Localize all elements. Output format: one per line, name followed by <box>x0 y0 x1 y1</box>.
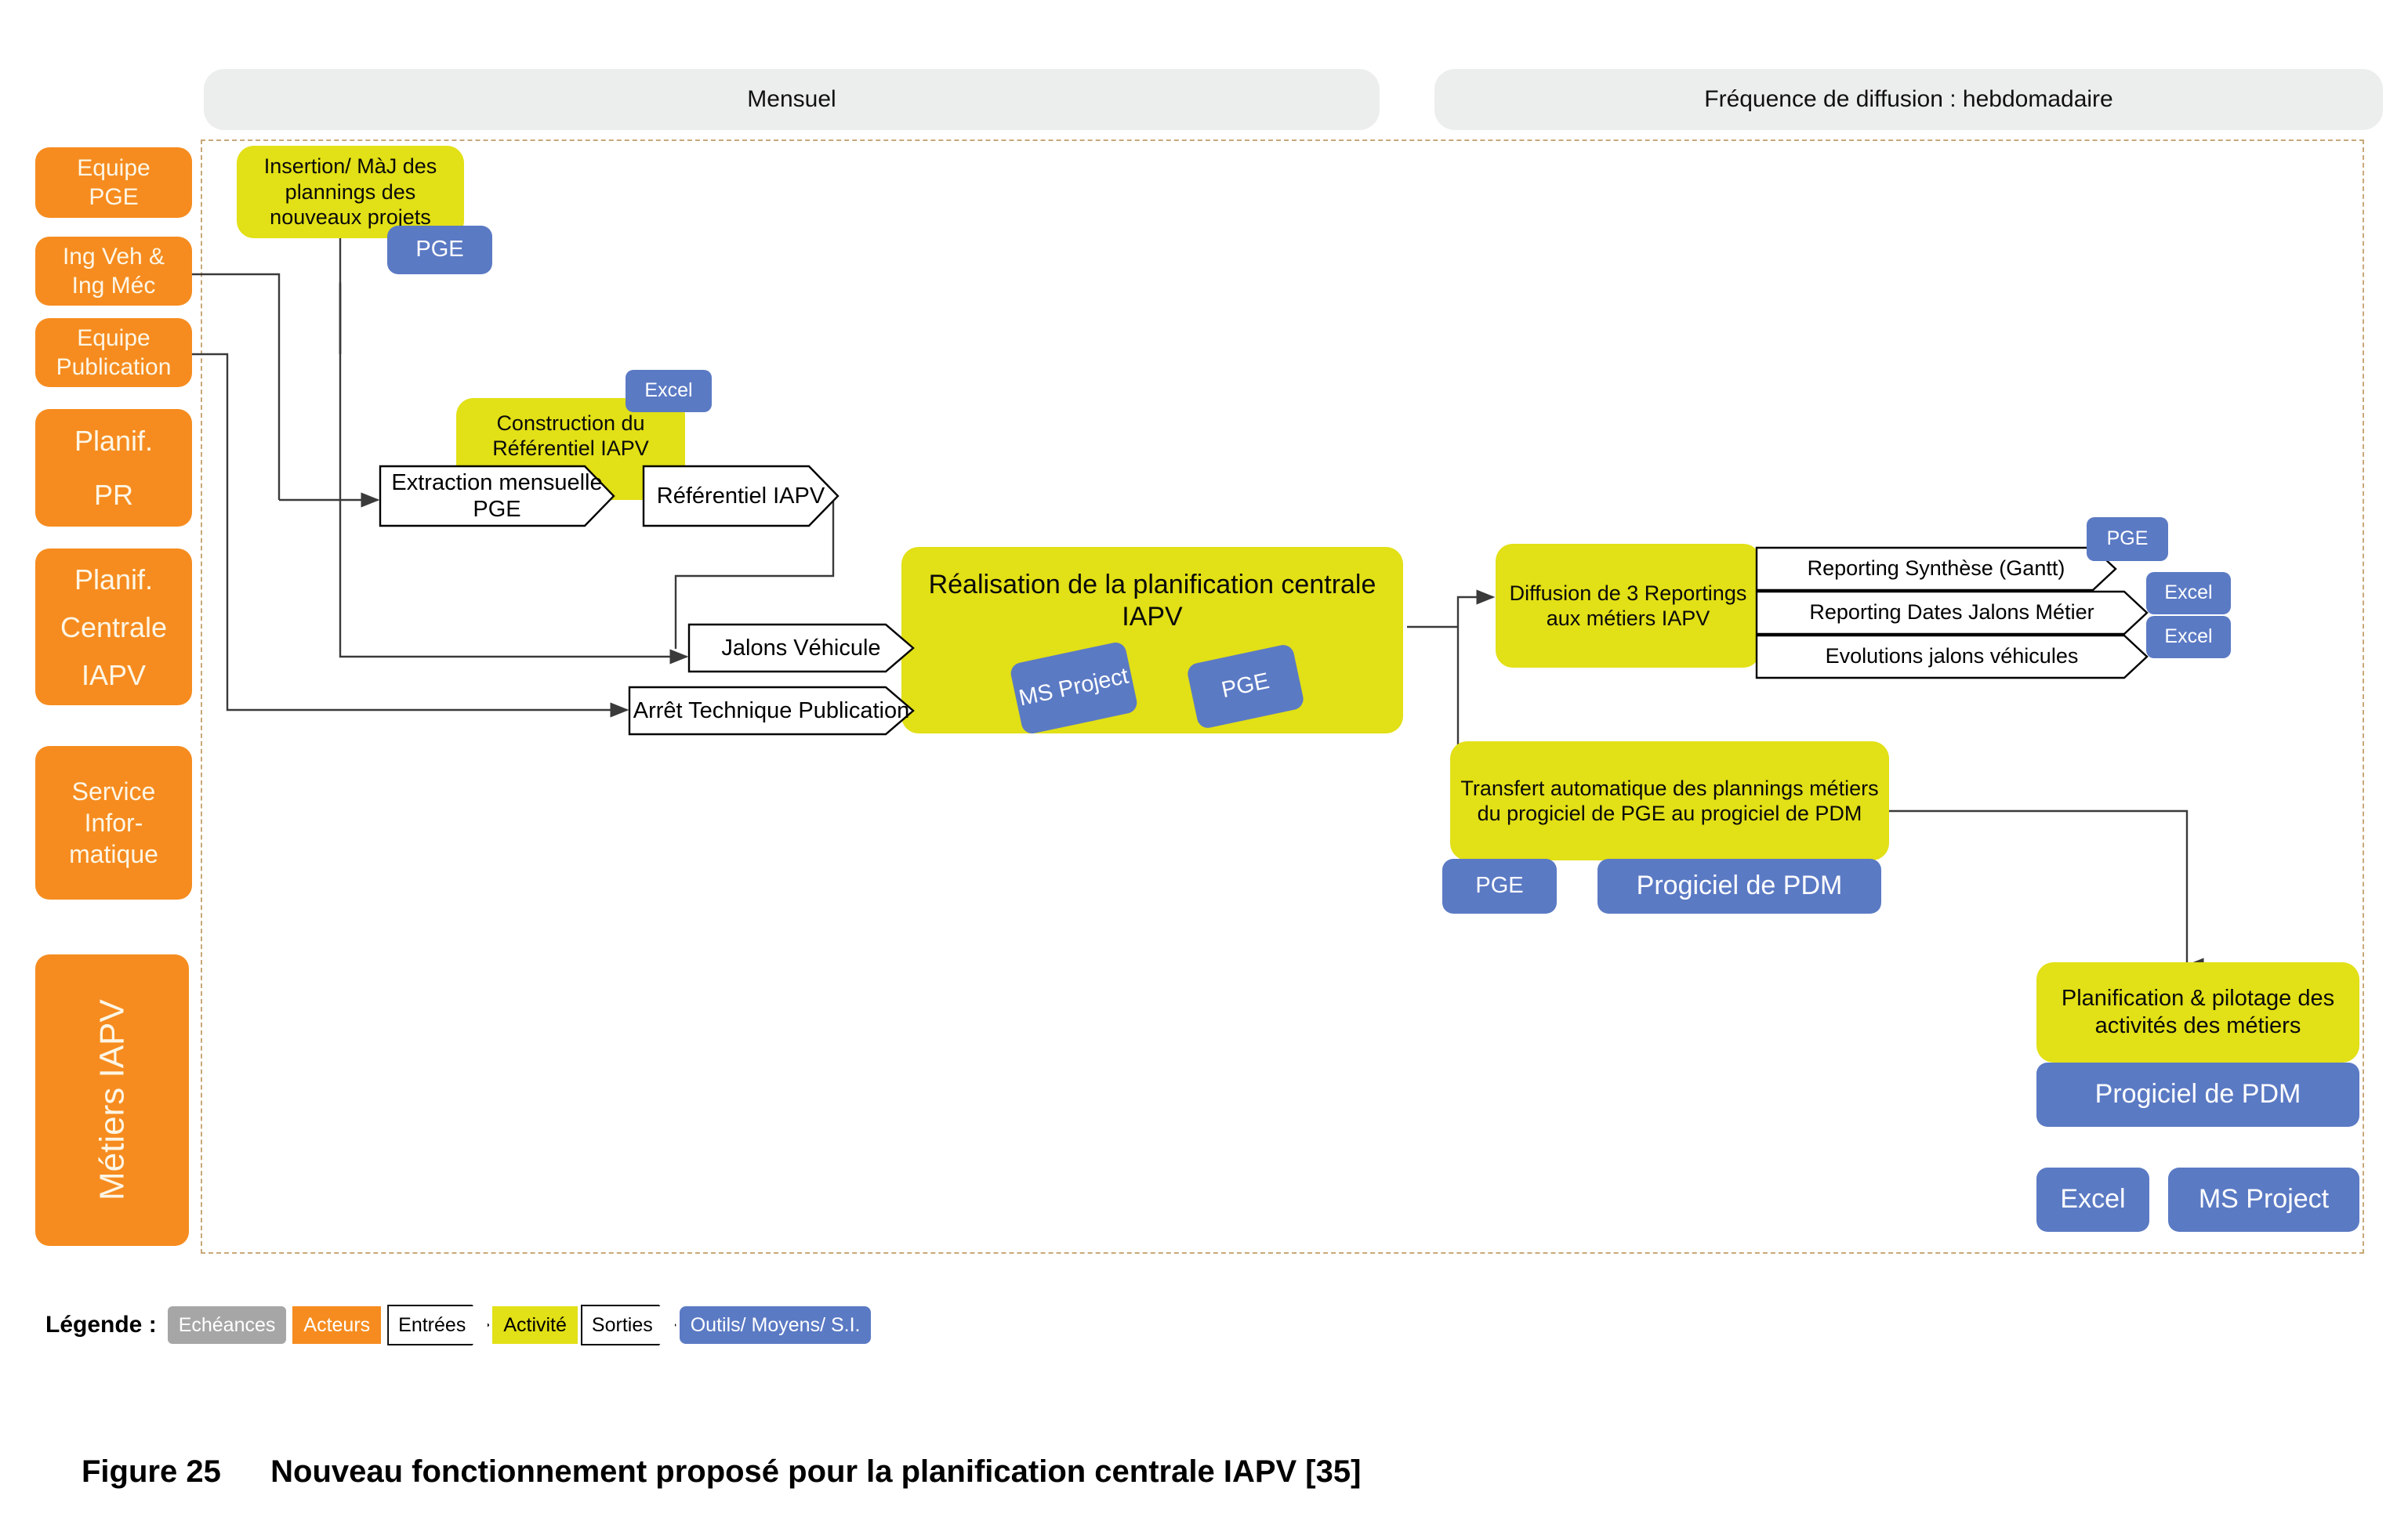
activity-planification-pilotage[interactable]: Planification & pilotage des activités d… <box>2036 962 2359 1063</box>
tool-excel-pilotage[interactable]: Excel <box>2036 1168 2149 1232</box>
flow-referentiel-iapv[interactable]: Référentiel IAPV <box>642 465 840 527</box>
activity-transfert-label: Transfert automatique des plannings méti… <box>1460 776 1879 825</box>
actor-service-informatique[interactable]: Service Infor- matique <box>35 746 192 900</box>
legend-item-activite: Activité <box>492 1306 578 1344</box>
legend-item-outils: Outils/ Moyens/ S.I. <box>679 1306 872 1344</box>
tool-ms-project-pilotage[interactable]: MS Project <box>2168 1168 2359 1232</box>
legend-item-acteurs: Acteurs <box>292 1306 382 1344</box>
actor-service-line2: Infor- <box>84 809 143 837</box>
banner-mensuel-label: Mensuel <box>747 86 836 112</box>
tool-excel-construction-label: Excel <box>644 379 693 402</box>
tool-pge-central-label: PGE <box>1219 668 1272 704</box>
legend-item-echeances: Echéances <box>167 1306 287 1344</box>
actor-ing-veh-mec-line1: Ing Veh & <box>62 243 165 270</box>
tool-ms-project-central-label: MS Project <box>1017 663 1131 712</box>
actor-planif-pr-line2: PR <box>93 479 133 511</box>
actor-metiers-iapv[interactable]: Métiers IAPV <box>35 954 189 1246</box>
actor-service-line1: Service <box>71 777 156 806</box>
tool-progiciel-pdm-transfert[interactable]: Progiciel de PDM <box>1597 859 1881 914</box>
legend-item-acteurs-label: Acteurs <box>303 1313 371 1336</box>
tool-excel-reporting-1[interactable]: Excel <box>2146 572 2231 614</box>
activity-construction-label: Construction du Référentiel IAPV <box>492 411 649 461</box>
activity-insertion-maj-label: Insertion/ MàJ des plannings des nouveau… <box>263 154 437 230</box>
tool-progiciel-pdm-pilotage[interactable]: Progiciel de PDM <box>2036 1063 2359 1127</box>
legend-item-echeances-label: Echéances <box>178 1313 276 1336</box>
flow-arret-technique[interactable]: Arrêt Technique Publication <box>628 686 915 736</box>
activity-diffusion-label: Diffusion de 3 Reportings aux métiers IA… <box>1509 581 1747 630</box>
legend-item-sorties-label: Sorties <box>591 1313 653 1336</box>
legend-title: Légende : <box>45 1312 157 1338</box>
tool-excel-construction[interactable]: Excel <box>626 370 712 412</box>
flow-reporting-synthese[interactable]: Reporting Synthèse (Gantt) <box>1755 546 2117 592</box>
actor-planif-centrale-line3: IAPV <box>81 658 147 691</box>
tool-pge-insertion-label: PGE <box>415 237 464 263</box>
tool-pge-transfert-label: PGE <box>1475 873 1524 899</box>
legend-item-entrees: Entrées <box>387 1305 489 1345</box>
actor-ing-veh-mec[interactable]: Ing Veh & Ing Méc <box>35 237 192 306</box>
actor-equipe-pge-line2: PGE <box>89 184 139 210</box>
actor-equipe-pge[interactable]: Equipe PGE <box>35 147 192 218</box>
tool-pge-reporting-label: PGE <box>2106 527 2149 550</box>
figure-caption-number: Figure 25 <box>82 1454 221 1489</box>
actor-equipe-publication[interactable]: Equipe Publication <box>35 318 192 387</box>
tool-excel-reporting-2-label: Excel <box>2164 625 2213 648</box>
legend-item-sorties: Sorties <box>581 1305 676 1345</box>
actor-equipe-publication-line2: Publication <box>56 354 172 380</box>
banner-mensuel: Mensuel <box>204 69 1380 130</box>
flow-evolutions-jalons[interactable]: Evolutions jalons véhicules <box>1755 634 2149 679</box>
legend-item-activite-label: Activité <box>503 1313 567 1336</box>
figure-caption: Figure 25 Nouveau fonctionnement proposé… <box>82 1454 2198 1490</box>
legend-item-outils-label: Outils/ Moyens/ S.I. <box>690 1313 861 1336</box>
tool-progiciel-pdm-pilotage-label: Progiciel de PDM <box>2094 1079 2301 1110</box>
activity-transfert-automatique[interactable]: Transfert automatique des plannings méti… <box>1450 741 1889 860</box>
activity-diffusion-reportings[interactable]: Diffusion de 3 Reportings aux métiers IA… <box>1496 544 1761 668</box>
actor-planif-centrale-line1: Planif. <box>74 563 154 596</box>
flow-jalons-vehicule[interactable]: Jalons Véhicule <box>687 623 915 673</box>
actor-planif-centrale-iapv[interactable]: Planif. Centrale IAPV <box>35 549 192 705</box>
banner-frequence: Fréquence de diffusion : hebdomadaire <box>1434 69 2383 130</box>
tool-pge-insertion[interactable]: PGE <box>387 226 492 274</box>
tool-progiciel-pdm-transfert-label: Progiciel de PDM <box>1636 871 1843 901</box>
actor-ing-veh-mec-line2: Ing Méc <box>71 273 156 299</box>
actor-service-line3: matique <box>69 840 158 868</box>
actor-planif-centrale-line2: Centrale <box>60 610 168 643</box>
tool-excel-reporting-2[interactable]: Excel <box>2146 616 2231 658</box>
actor-equipe-publication-line1: Equipe <box>77 324 150 351</box>
legend: Légende : Echéances Acteurs Entrées Acti… <box>45 1304 872 1346</box>
actor-planif-pr[interactable]: Planif. PR <box>35 409 192 527</box>
activity-realisation-planification[interactable]: Réalisation de la planification centrale… <box>901 547 1403 733</box>
flow-extraction-mensuelle[interactable]: Extraction mensuelle PGE <box>379 465 615 527</box>
tool-ms-project-pilotage-label: MS Project <box>2198 1184 2330 1215</box>
activity-planification-pilotage-label: Planification & pilotage des activités d… <box>2061 986 2335 1038</box>
tool-excel-reporting-1-label: Excel <box>2164 581 2213 604</box>
flow-reporting-dates[interactable]: Reporting Dates Jalons Métier <box>1755 590 2149 636</box>
actor-metiers-iapv-label: Métiers IAPV <box>92 999 132 1201</box>
actor-planif-pr-line1: Planif. <box>74 425 154 457</box>
tool-pge-transfert[interactable]: PGE <box>1442 859 1557 914</box>
banner-frequence-label: Fréquence de diffusion : hebdomadaire <box>1704 86 2113 112</box>
activity-realisation-label: Réalisation de la planification centrale… <box>928 570 1376 632</box>
activity-insertion-maj[interactable]: Insertion/ MàJ des plannings des nouveau… <box>237 146 464 238</box>
figure-caption-text: Nouveau fonctionnement proposé pour la p… <box>270 1454 1362 1489</box>
tool-excel-pilotage-label: Excel <box>2060 1184 2126 1215</box>
legend-item-entrees-label: Entrées <box>398 1313 466 1336</box>
tool-pge-reporting[interactable]: PGE <box>2087 517 2168 561</box>
actor-equipe-pge-line1: Equipe <box>77 154 150 181</box>
